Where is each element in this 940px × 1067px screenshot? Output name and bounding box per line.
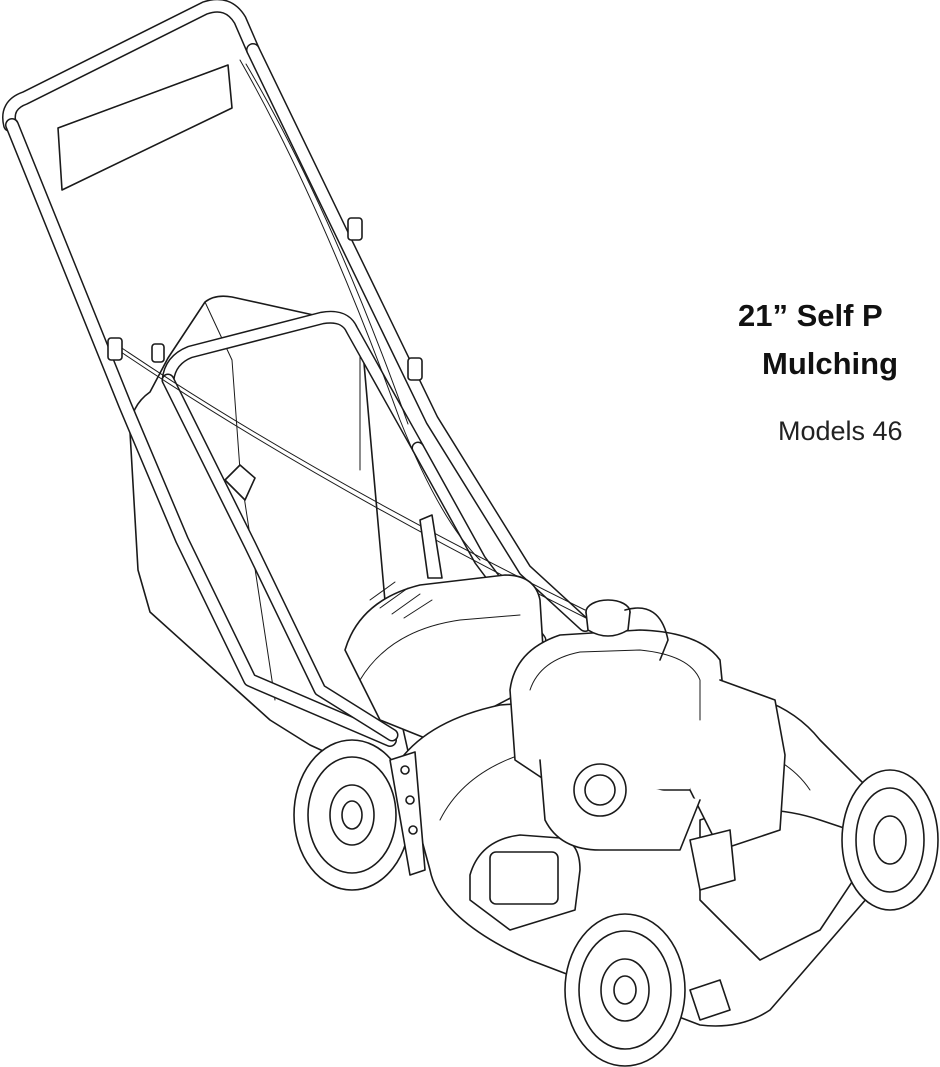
rear-right-wheel — [625, 608, 668, 660]
outer-handle — [9, 6, 585, 740]
front-left-wheel — [565, 914, 685, 1066]
product-title-line-1: 21” Self P — [738, 298, 883, 333]
front-right-wheel — [842, 770, 938, 910]
product-title-line-2: Mulching — [762, 346, 899, 381]
rear-left-wheel — [294, 740, 410, 890]
rear-chute — [345, 515, 545, 740]
height-adjuster — [390, 752, 730, 1020]
models-line: Models 46 — [778, 416, 903, 446]
handle-knobs — [108, 218, 422, 500]
engine — [510, 600, 785, 890]
